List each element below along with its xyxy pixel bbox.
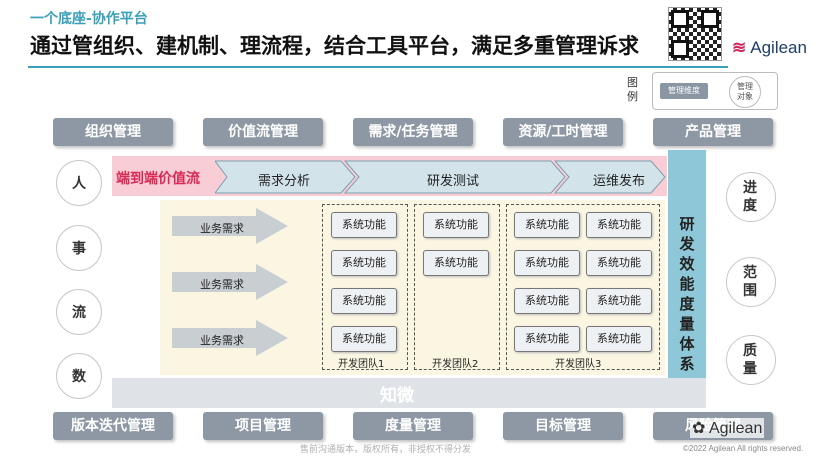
team-label: 开发团队1 [338, 359, 385, 370]
system-function: 系统功能 [423, 212, 489, 238]
object-progress: 进度 [726, 172, 776, 222]
system-function: 系统功能 [586, 288, 652, 314]
chevron-requirement-analysis [215, 160, 356, 194]
legend-object: 管理对象 [729, 76, 761, 108]
system-function: 系统功能 [514, 250, 580, 276]
object-data: 数 [56, 353, 102, 399]
object-flow: 流 [56, 289, 102, 335]
platform-base-label: 知微 [380, 386, 414, 406]
value-stream-chevrons [215, 160, 666, 194]
requirement-label: 业务需求 [200, 222, 244, 235]
tab-goal-management[interactable]: 目标管理 [503, 412, 623, 440]
object-work: 事 [56, 225, 102, 271]
legend-label: 图例 [627, 76, 638, 103]
system-function: 系统功能 [514, 288, 580, 314]
watermark: ✿ Agilean [690, 418, 765, 438]
chevron-dev-test [343, 160, 566, 194]
footer-notice: 售前沟通版本，版权所有，非授权不得分发 [300, 445, 472, 455]
team-label: 开发团队3 [555, 359, 602, 370]
tab-metrics-management[interactable]: 度量管理 [353, 412, 473, 440]
system-function: 系统功能 [514, 326, 580, 352]
system-function: 系统功能 [331, 288, 397, 314]
system-function: 系统功能 [423, 250, 489, 276]
tab-requirement-task-management[interactable]: 需求/任务管理 [353, 118, 473, 146]
object-people: 人 [56, 160, 102, 206]
dev-team-3 [506, 204, 660, 370]
tab-resource-time-management[interactable]: 资源/工时管理 [503, 118, 623, 146]
tab-project-management[interactable]: 项目管理 [203, 412, 323, 440]
system-function: 系统功能 [331, 250, 397, 276]
system-function: 系统功能 [586, 326, 652, 352]
requirement-arrow-1 [172, 208, 288, 244]
system-function: 系统功能 [514, 212, 580, 238]
agilean-logo: ≋Agilean [732, 38, 807, 57]
stage-dev-test: 研发测试 [427, 174, 480, 189]
team-label: 开发团队2 [432, 359, 479, 370]
dev-team-1 [322, 204, 408, 370]
chevron-ops-release [553, 160, 666, 194]
logo-mark-icon: ≋ [732, 38, 747, 57]
subtitle: 一个底座-协作平台 [30, 11, 148, 27]
tab-org-management[interactable]: 组织管理 [53, 118, 173, 146]
page-title: 通过管组织、建机制、理流程，结合工具平台，满足多重管理诉求 [30, 34, 639, 58]
object-quality: 质量 [726, 335, 776, 385]
metrics-system-label: 研发效能度量体系 [679, 215, 695, 373]
legend-dimension: 管理维度 [660, 83, 708, 99]
object-scope: 范围 [726, 257, 776, 307]
system-function: 系统功能 [331, 326, 397, 352]
value-stream-label: 端到端价值流 [116, 171, 200, 187]
stage-ops-release: 运维发布 [593, 174, 646, 189]
tab-version-iteration-management[interactable]: 版本迭代管理 [53, 412, 173, 440]
system-function: 系统功能 [331, 212, 397, 238]
title-divider [28, 66, 728, 68]
copyright: ©2022 Agilean All rights reserved. [683, 444, 804, 453]
requirement-label: 业务需求 [200, 334, 244, 347]
system-function: 系统功能 [586, 212, 652, 238]
requirement-label: 业务需求 [200, 278, 244, 291]
dev-team-2 [414, 204, 500, 370]
wechat-icon: ✿ [692, 420, 706, 437]
requirement-arrow-2 [172, 264, 288, 300]
qr-code-icon [668, 7, 722, 61]
platform-base-bar [112, 378, 706, 408]
metrics-system-bar [668, 150, 706, 382]
requirement-arrows [172, 208, 288, 356]
tab-value-stream-management[interactable]: 价值流管理 [203, 118, 323, 146]
tab-product-management[interactable]: 产品管理 [653, 118, 773, 146]
stage-requirement-analysis: 需求分析 [258, 174, 311, 189]
requirement-arrow-3 [172, 320, 288, 356]
system-function: 系统功能 [586, 250, 652, 276]
